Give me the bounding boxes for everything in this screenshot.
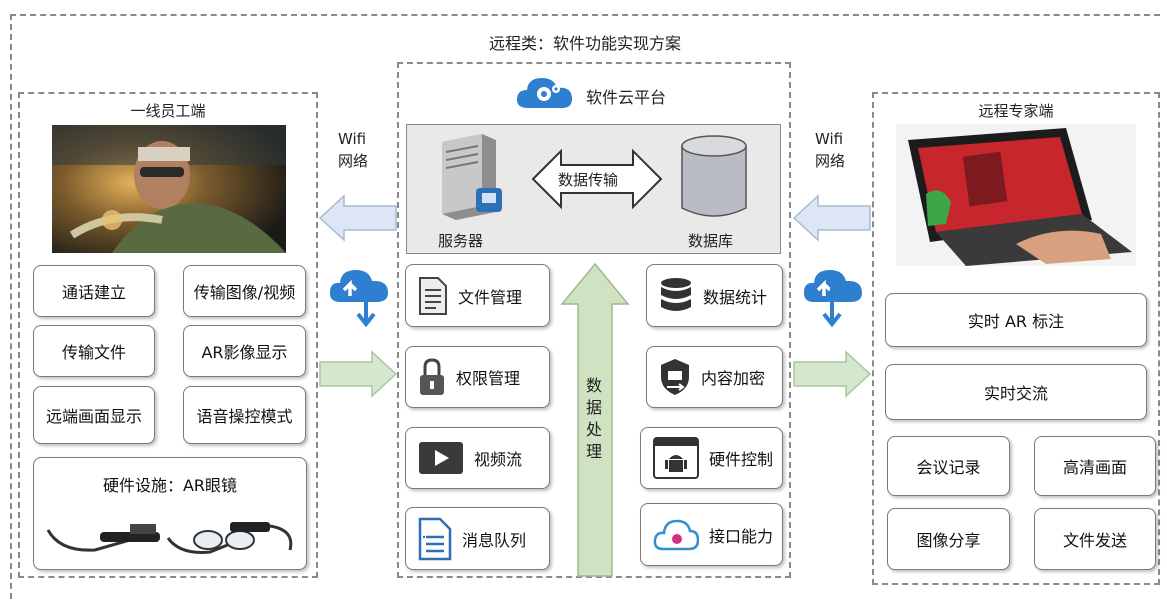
hardware-box: 硬件设施：AR眼镜	[33, 457, 307, 570]
arrow-left-to-frontline	[318, 194, 397, 242]
message-queue-module[interactable]: 消息队列	[405, 507, 550, 570]
frontline-worker-photo	[52, 125, 286, 253]
message-queue-label: 消息队列	[462, 530, 527, 550]
arrow-platform-to-expert	[793, 350, 872, 398]
remote-screen-display-button[interactable]: 远端画面显示	[33, 386, 155, 444]
database-icon	[681, 135, 747, 217]
ar-glasses-icon	[46, 522, 293, 554]
realtime-communication-button[interactable]: 实时交流	[885, 364, 1147, 420]
cloud-platform-title: 软件云平台	[586, 88, 667, 107]
wifi-left-line1: Wifi	[338, 130, 367, 148]
double-arrow-icon	[531, 148, 663, 210]
database-label: 数据库	[688, 232, 734, 250]
interface-capability-module[interactable]: 接口能力	[640, 503, 783, 566]
data-processing-label: 数据处理	[585, 376, 602, 461]
diagram-title: 远程类：软件功能实现方案	[488, 34, 681, 53]
frontline-title: 一线员工端	[130, 102, 206, 120]
outer-frame	[10, 14, 1160, 599]
call-setup-button[interactable]: 通话建立	[33, 265, 155, 317]
frontline-panel	[18, 92, 318, 578]
expert-panel	[872, 92, 1160, 585]
server-icon	[442, 134, 502, 220]
file-management-module[interactable]: 文件管理	[405, 264, 550, 327]
transfer-image-video-button[interactable]: 传输图像/视频	[183, 265, 306, 317]
shield-encryption-icon	[661, 359, 689, 395]
cloud-platform-panel	[397, 62, 791, 578]
file-send-button[interactable]: 文件发送	[1034, 508, 1156, 570]
realtime-ar-annotation-button[interactable]: 实时 AR 标注	[885, 293, 1147, 347]
hardware-control-label: 硬件控制	[709, 450, 774, 469]
cloud-interface-icon	[653, 519, 699, 550]
file-management-label: 文件管理	[458, 287, 523, 307]
data-statistics-module[interactable]: 数据统计	[646, 264, 783, 327]
hardware-label: 硬件设施：AR眼镜	[102, 476, 238, 495]
play-icon	[419, 442, 463, 474]
arrow-frontline-to-platform	[319, 350, 398, 398]
permission-management-label: 权限管理	[456, 369, 521, 388]
wifi-left-line2: 网络	[338, 152, 369, 170]
cloud-gear-icon	[516, 78, 572, 108]
image-share-button[interactable]: 图像分享	[887, 508, 1010, 570]
wifi-right-line1: Wifi	[815, 130, 844, 148]
data-statistics-label: 数据统计	[703, 287, 768, 307]
video-stream-module[interactable]: 视频流	[405, 427, 550, 489]
voice-control-mode-button[interactable]: 语音操控模式	[183, 386, 306, 444]
database-stack-icon	[661, 277, 691, 311]
wifi-right-line2: 网络	[815, 152, 846, 170]
cloud-sync-icon-right	[803, 270, 862, 328]
permission-management-module[interactable]: 权限管理	[405, 346, 550, 408]
hardware-control-module[interactable]: 硬件控制	[640, 427, 783, 489]
server-label: 服务器	[438, 232, 484, 250]
interface-capability-label: 接口能力	[709, 526, 774, 546]
content-encryption-label: 内容加密	[701, 369, 766, 388]
expert-title: 远程专家端	[978, 102, 1054, 120]
content-encryption-module[interactable]: 内容加密	[646, 346, 783, 408]
data-processing-arrow	[560, 262, 630, 577]
arrow-expert-to-platform	[792, 194, 871, 242]
data-transfer-label: 数据传输	[558, 171, 619, 189]
document-icon	[419, 276, 447, 315]
video-stream-label: 视频流	[474, 450, 523, 469]
meeting-record-button[interactable]: 会议记录	[887, 436, 1010, 496]
transfer-file-button[interactable]: 传输文件	[33, 325, 155, 377]
hd-picture-button[interactable]: 高清画面	[1034, 436, 1156, 496]
list-document-icon	[418, 517, 452, 560]
ar-image-display-button[interactable]: AR影像显示	[183, 325, 306, 377]
cloud-sync-icon-left	[329, 270, 388, 328]
lock-icon	[420, 358, 444, 395]
android-window-icon	[653, 437, 699, 479]
expert-laptop-photo	[896, 124, 1136, 266]
